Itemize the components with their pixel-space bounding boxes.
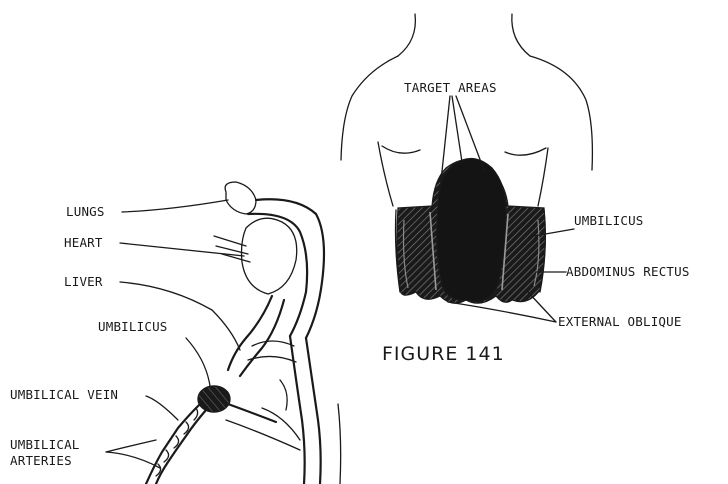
label-abdominus-rectus: ABDOMINUS RECTUS	[566, 266, 690, 279]
circulation-leader-lines	[106, 200, 244, 468]
figure-caption: FIGURE 141	[382, 343, 505, 365]
label-umbilical-vein: UMBILICAL VEIN	[10, 389, 118, 402]
label-umbilicus-fetal: UMBILICUS	[98, 321, 168, 334]
circulation-drawing	[146, 182, 341, 484]
label-umbilical-arteries-line2: ARTERIES	[10, 455, 72, 468]
label-umbilical-arteries-line1: UMBILICAL	[10, 439, 80, 452]
label-external-oblique: EXTERNAL OBLIQUE	[558, 316, 682, 329]
label-umbilicus-torso: UMBILICUS	[574, 215, 644, 228]
label-target-areas: TARGET AREAS	[404, 82, 497, 95]
label-lungs: LUNGS	[66, 206, 105, 219]
label-heart: HEART	[64, 237, 103, 250]
target-areas-shading	[397, 158, 545, 303]
label-liver: LIVER	[64, 276, 103, 289]
